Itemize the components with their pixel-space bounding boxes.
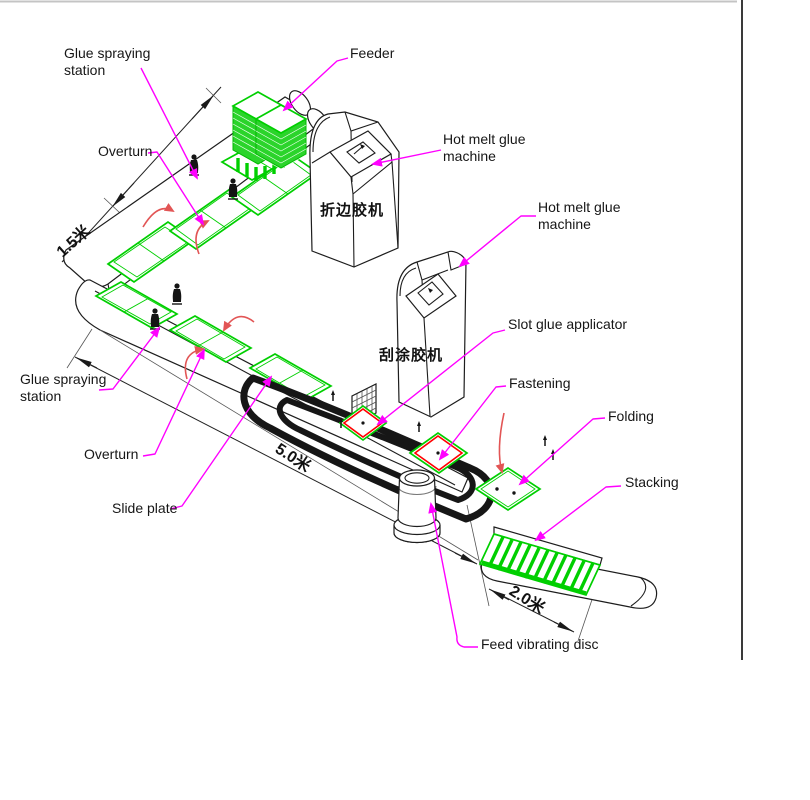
stacking-ramp	[478, 532, 602, 597]
main-conveyor-plates	[94, 281, 333, 401]
feed-vibrating-disc-cylinder	[393, 469, 441, 544]
label-glue-spraying-station-top: Glue spraying station	[64, 45, 150, 79]
hot-melt-glue-machine-1	[309, 111, 400, 268]
label-line: Hot melt glue	[538, 199, 621, 215]
label-line: Glue spraying	[64, 45, 151, 61]
label-line: machine	[443, 148, 496, 164]
label-fastening: Fastening	[509, 375, 571, 391]
upper-conveyor-plates	[106, 153, 320, 284]
label-feeder: Feeder	[350, 45, 395, 61]
fastening-arrow	[495, 412, 505, 474]
label-overturn-bottom: Overturn	[84, 446, 139, 462]
label-hot-melt-glue-machine-1: Hot melt glue machine	[443, 131, 525, 165]
label-line: station	[64, 62, 106, 78]
label-line: Hot melt glue	[443, 131, 526, 147]
hot-melt-glue-machine-2	[396, 250, 467, 418]
label-slide-plate: Slide plate	[112, 500, 178, 516]
upper-conveyor	[63, 90, 346, 296]
dimension-lines	[61, 86, 601, 642]
machine1-nameplate: 折边胶机	[319, 201, 384, 219]
leader-lines	[98, 57, 622, 648]
label-hot-melt-glue-machine-2: Hot melt glue machine	[538, 199, 620, 233]
worker-figures-lower	[150, 283, 182, 330]
machine2-nameplate: 刮涂胶机	[378, 346, 443, 364]
label-line: Glue spraying	[20, 371, 107, 387]
label-line: machine	[538, 216, 591, 232]
guide-pins	[331, 390, 555, 460]
label-folding: Folding	[608, 408, 654, 424]
label-glue-spraying-station-left: Glue spraying station	[20, 371, 106, 405]
overturn-arrows-upper	[142, 203, 210, 255]
drawing-frame	[0, 0, 743, 660]
label-overturn-top: Overturn	[98, 143, 153, 159]
label-slot-glue-applicator: Slot glue applicator	[508, 316, 628, 332]
feeder-stack	[220, 91, 308, 181]
label-stacking: Stacking	[625, 474, 679, 490]
label-feed-vibrating-disc: Feed vibrating disc	[481, 636, 599, 652]
stacking-conveyor	[478, 526, 658, 609]
label-line: station	[20, 388, 62, 404]
